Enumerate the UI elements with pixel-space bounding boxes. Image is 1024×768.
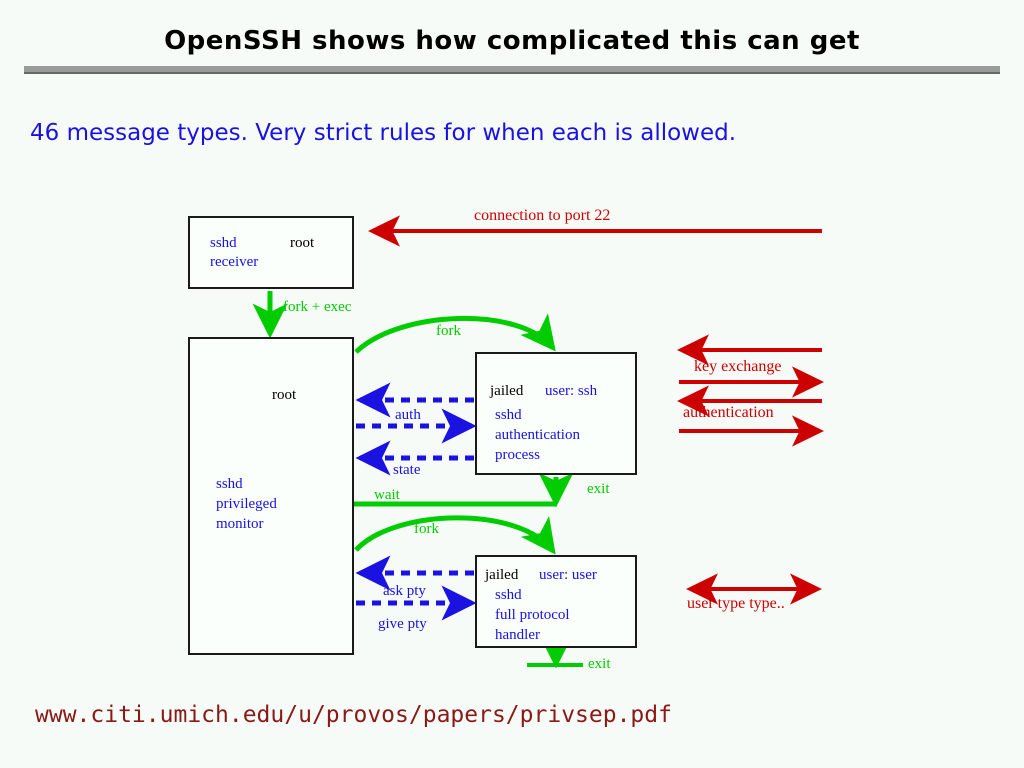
auth-sshd-label: sshd (495, 407, 522, 423)
label-auth: auth (395, 407, 421, 423)
handler-user-label: user: user (539, 567, 597, 583)
page-title: OpenSSH shows how complicated this can g… (164, 26, 860, 56)
monitor-privileged-label: privileged (216, 496, 277, 512)
monitor-monitor-label: monitor (216, 516, 264, 532)
box-sshd-receiver: sshd root receiver (188, 216, 354, 289)
auth-jailed-label: jailed (490, 383, 524, 399)
box-privileged-monitor: root sshd privileged monitor (188, 337, 354, 655)
label-exit-top: exit (587, 481, 610, 497)
label-exit-bottom: exit (588, 656, 611, 672)
label-user-type-type: user type type.. (687, 595, 785, 612)
handler-full-protocol-label: full protocol (495, 607, 570, 623)
monitor-root-label: root (272, 387, 297, 403)
handler-jailed-label: jailed (485, 567, 519, 583)
monitor-sshd-label: sshd (216, 476, 243, 492)
label-give-pty: give pty (378, 616, 427, 632)
auth-user-label: user: ssh (545, 383, 598, 399)
label-key-exchange: key exchange (694, 358, 782, 375)
label-state: state (393, 462, 421, 478)
label-wait: wait (374, 487, 400, 503)
label-fork-top: fork (436, 323, 461, 339)
label-authentication: authentication (683, 404, 774, 421)
label-fork-bottom: fork (414, 521, 439, 537)
receiver-sshd-label: sshd (210, 235, 237, 251)
label-fork-exec: fork + exec (283, 299, 352, 315)
box-jailed-protocol-handler: jailed user: user sshd full protocol han… (475, 555, 637, 648)
box-jailed-auth-process: jailed user: ssh sshd authentication pro… (475, 352, 637, 475)
title-divider (24, 66, 1000, 74)
slide-subtitle: 46 message types. Very strict rules for … (30, 120, 737, 146)
handler-handler-label: handler (495, 627, 540, 643)
auth-process-label: process (495, 447, 540, 463)
source-url: www.citi.umich.edu/u/provos/papers/privs… (35, 702, 672, 728)
label-ask-pty: ask pty (383, 583, 426, 599)
arrow-fork-bottom (354, 515, 556, 555)
handler-sshd-label: sshd (495, 587, 522, 603)
receiver-root-label: root (290, 235, 315, 251)
label-connection-to-port-22: connection to port 22 (474, 207, 611, 224)
auth-authentication-label: authentication (495, 427, 580, 443)
receiver-receiver-label: receiver (210, 254, 259, 270)
